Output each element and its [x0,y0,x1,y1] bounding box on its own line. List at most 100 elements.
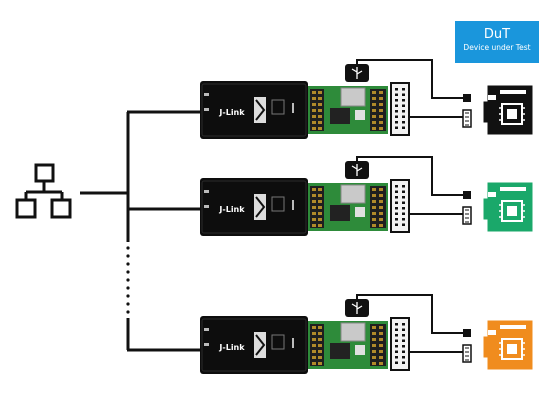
debug-lead [409,109,472,128]
header-pin [372,218,376,221]
header-pin [372,194,376,197]
segger-logo [254,332,266,358]
header-pin [379,350,383,353]
connector-housing [390,179,410,233]
connector-pin [402,345,405,348]
probe-row: J-Link [200,156,533,236]
header-pin [372,224,376,227]
adapter-chip [330,205,350,221]
adapter-crystal [355,110,365,120]
header-pin [318,362,322,365]
connector-pin [402,115,405,118]
connector-pin [395,115,398,118]
header-pin [379,200,383,203]
header-pin [372,97,376,100]
target-mark [292,200,294,210]
header-pin [379,194,383,197]
header-pin [372,121,376,124]
connector-pin [395,201,398,204]
probe-port-mark [204,205,209,208]
header-pin [312,91,316,94]
header-pin [318,356,322,359]
header-pin [312,103,316,106]
usb-cable [345,294,471,337]
connector-pin [395,328,398,331]
header-pin [318,350,322,353]
header-pin [318,224,322,227]
segger-logo [254,97,266,123]
header-pin [372,344,376,347]
connector-pin [395,99,398,102]
probe-qr [271,196,285,212]
microchip-core [507,344,517,354]
adapter-crystal [355,345,365,355]
debug-plug [462,109,472,128]
adapter-board [308,321,388,369]
dut-header [500,187,526,191]
connector-pin [402,334,405,337]
header-pin [379,332,383,335]
header-pin [312,338,316,341]
usb-socket [340,322,366,342]
header-pin [372,350,376,353]
probe-bezel [201,318,307,372]
header-pin [318,103,322,106]
connector-pin [402,356,405,359]
connector-pin [395,126,398,129]
header-pin [318,127,322,130]
connector-pin [402,207,405,210]
header-pin [379,121,383,124]
target-mark [292,103,294,113]
header-pin [318,115,322,118]
debug-lead [409,206,472,225]
header-pin [318,194,322,197]
connector-pin [402,323,405,326]
header-pin [312,194,316,197]
header-pin [372,109,376,112]
connector-pin [402,185,405,188]
usb-icon [351,67,363,79]
usb-socket [340,184,366,204]
header-pin [318,218,322,221]
header-pin [312,200,316,203]
ribbon-connector [390,317,410,371]
connector-housing [390,82,410,136]
usb-socket [340,87,366,107]
connector-pin [402,110,405,113]
probe-port-mark [204,343,209,346]
header-pin [318,344,322,347]
probe-bezel [201,180,307,234]
segger-logo-mark [255,196,266,218]
microchip-core [507,206,517,216]
probe-row: J-Link [200,294,533,374]
dut-board [483,85,533,135]
debug-plug [462,344,472,363]
usb-icon [351,302,363,314]
header-pin [312,188,316,191]
header-pin [372,332,376,335]
segger-logo-mark [255,334,266,356]
connector-pin [395,104,398,107]
connector-pin [402,350,405,353]
header-pin [318,206,322,209]
connector-pin [395,121,398,124]
ribbon-connector [390,179,410,233]
header-pin [379,356,383,359]
header-pin [379,188,383,191]
connector-pin [402,328,405,331]
header-pin [379,115,383,118]
header-pin [318,200,322,203]
dut-header [500,325,526,329]
network-topology-icon [15,163,72,219]
connector-pin [402,361,405,364]
usb-plug [463,94,471,102]
connector-housing [390,317,410,371]
connector-pin [402,93,405,96]
header-pin [379,97,383,100]
header-pin [379,91,383,94]
connector-pin [402,99,405,102]
connector-pin [395,88,398,91]
network-bus [80,110,200,352]
dut-header [500,90,526,94]
header-pin [318,332,322,335]
